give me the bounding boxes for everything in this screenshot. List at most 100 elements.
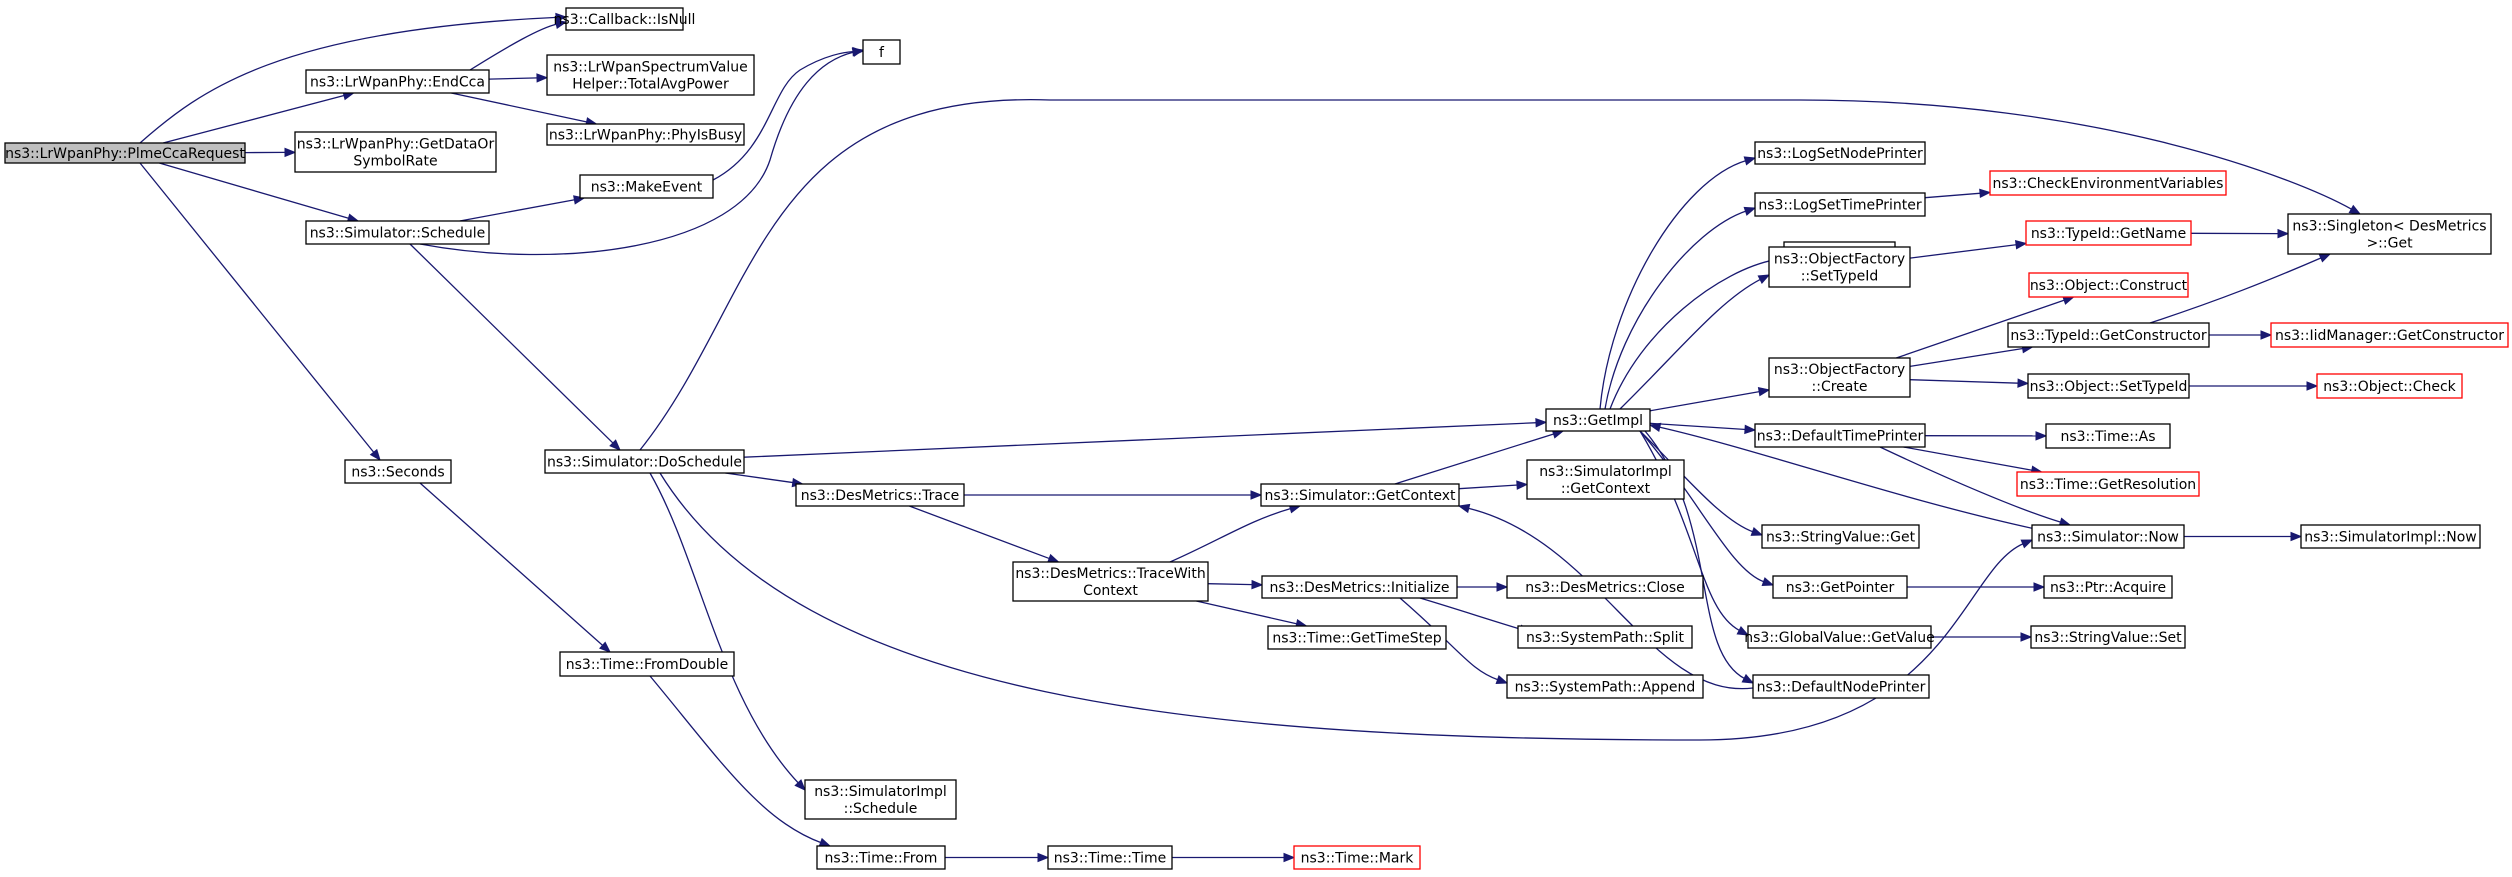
node-destrace[interactable]: ns3::DesMetrics::Trace <box>795 483 965 507</box>
node-plme[interactable]: ns3::LrWpanPhy::PlmeCcaRequest <box>4 142 246 164</box>
node-box <box>305 220 490 245</box>
node-label: ns3::GetImpl <box>1553 413 1643 429</box>
node-logtime[interactable]: ns3::LogSetTimePrinter <box>1754 192 1926 217</box>
node-getres[interactable]: ns3::Time::GetResolution <box>2016 471 2200 497</box>
edge-typeidgetctor-to-iidmgr <box>2209 330 2273 340</box>
node-label: ns3::CheckEnvironmentVariables <box>1993 176 2224 192</box>
node-label: ns3::StringValue::Set <box>2034 630 2182 646</box>
node-strvalget[interactable]: ns3::StringValue::Get <box>1761 524 1920 549</box>
node-desinit[interactable]: ns3::DesMetrics::Initialize <box>1261 575 1458 599</box>
edge-ofcreate-to-typeidgetctor <box>1909 343 2034 368</box>
node-label: ns3::StringValue::Get <box>1766 530 1916 546</box>
node-split[interactable]: ns3::SystemPath::Split <box>1517 625 1693 649</box>
node-label: ns3::LogSetTimePrinter <box>1758 198 1922 214</box>
edge-destrace-to-tracewith <box>909 505 1060 563</box>
edge-getimpl-to-lognode <box>1599 156 1757 410</box>
node-objsettype[interactable]: ns3::Object::SetTypeId <box>2027 373 2190 399</box>
node-label: ns3::LogSetNodePrinter <box>1757 146 1923 162</box>
node-objcheck[interactable]: ns3::Object::Check <box>2316 373 2463 399</box>
node-simnow[interactable]: ns3::Simulator::Now <box>2031 524 2185 549</box>
node-totalavg[interactable]: ns3::LrWpanSpectrumValueHelper::TotalAvg… <box>546 54 755 96</box>
node-box <box>344 459 452 484</box>
node-label: >::Get <box>2366 236 2413 252</box>
node-ofsettype[interactable]: ns3::ObjectFactory::SetTypeId <box>1768 246 1911 288</box>
node-label: ns3::DesMetrics::Trace <box>801 488 960 504</box>
node-getimpl[interactable]: ns3::GetImpl <box>1545 408 1651 432</box>
node-box <box>1047 845 1173 870</box>
node-seconds[interactable]: ns3::Seconds <box>344 459 452 484</box>
node-makeevent[interactable]: ns3::MakeEvent <box>579 174 714 199</box>
node-label: ns3::DefaultNodePrinter <box>1757 680 1926 696</box>
edge-objsettype-to-objcheck <box>2189 381 2319 391</box>
node-box <box>1772 575 1908 599</box>
edge-doschedule-to-getimpl <box>743 417 1548 458</box>
node-ofcreate[interactable]: ns3::ObjectFactory::Create <box>1768 357 1911 398</box>
node-getcontext[interactable]: ns3::Simulator::GetContext <box>1260 483 1460 507</box>
node-box <box>4 142 246 164</box>
node-box <box>1768 246 1911 288</box>
node-timeas[interactable]: ns3::Time::As <box>2045 423 2171 449</box>
node-box <box>2270 322 2509 348</box>
edge-timefrom-to-timetime <box>945 852 1050 863</box>
node-label: ns3::Object::Construct <box>2030 278 2188 294</box>
node-append[interactable]: ns3::SystemPath::Append <box>1506 674 1704 699</box>
node-iidmgr[interactable]: ns3::IidManager::GetConstructor <box>2270 322 2509 348</box>
node-label: ns3::Time::Time <box>1054 851 1166 867</box>
node-isnull[interactable]: ns3::Callback::IsNull <box>554 7 696 31</box>
node-simschedule[interactable]: ns3::Simulator::Schedule <box>305 220 490 245</box>
node-simimplgetctx[interactable]: ns3::SimulatorImpl::GetContext <box>1526 459 1685 500</box>
node-box <box>862 39 901 65</box>
node-box <box>2025 220 2192 246</box>
node-deftimeprinter[interactable]: ns3::DefaultTimePrinter <box>1754 423 1926 448</box>
node-gettimestep[interactable]: ns3::Time::GetTimeStep <box>1267 625 1447 650</box>
edge-getimpl-to-getpointer <box>1639 430 1775 587</box>
node-label: ::SetTypeId <box>1801 269 1879 285</box>
node-doschedule[interactable]: ns3::Simulator::DoSchedule <box>544 449 745 474</box>
node-getpointer[interactable]: ns3::GetPointer <box>1772 575 1908 599</box>
node-ptracquire[interactable]: ns3::Ptr::Acquire <box>2043 575 2173 599</box>
node-desclose[interactable]: ns3::DesMetrics::Close <box>1506 575 1704 599</box>
node-strvalset[interactable]: ns3::StringValue::Set <box>2030 625 2186 649</box>
node-label: ::Create <box>1812 379 1868 395</box>
node-timemark[interactable]: ns3::Time::Mark <box>1293 845 1421 870</box>
node-box <box>1293 845 1421 870</box>
edge-typeidgetname-to-singleton <box>2190 228 2290 239</box>
node-label: ns3::Seconds <box>351 465 444 481</box>
node-phyisbusy[interactable]: ns3::LrWpanPhy::PhyIsBusy <box>546 123 745 146</box>
node-label: f <box>879 45 885 61</box>
node-label: ns3::DesMetrics::TraceWith <box>1015 566 1205 582</box>
edge-getpointer-to-ptracquire <box>1907 582 2046 592</box>
node-objconstruct[interactable]: ns3::Object::Construct <box>2028 272 2189 298</box>
node-singleton[interactable]: ns3::Singleton< DesMetrics >::Get <box>2287 213 2492 255</box>
node-label: ns3::Time::FromDouble <box>566 657 729 673</box>
edge-desinit-to-append <box>1399 597 1509 684</box>
node-simimplnow[interactable]: ns3::SimulatorImpl::Now <box>2300 524 2481 549</box>
node-lognode[interactable]: ns3::LogSetNodePrinter <box>1754 141 1926 165</box>
edge-plme-to-isnull <box>139 12 568 144</box>
node-label: Context <box>1083 583 1138 599</box>
node-fromdouble[interactable]: ns3::Time::FromDouble <box>559 651 735 677</box>
node-typeidgetctor[interactable]: ns3::TypeId::GetConstructor <box>2007 322 2210 348</box>
node-endcca[interactable]: ns3::LrWpanPhy::EndCca <box>305 69 490 94</box>
node-box <box>2028 272 2189 298</box>
node-box <box>2007 322 2210 348</box>
edge-getimpl-to-strvalget <box>1639 430 1764 536</box>
edge-getimpl-to-ofcreate <box>1649 387 1771 412</box>
node-simimplsched[interactable]: ns3::SimulatorImpl::Schedule <box>804 779 957 820</box>
node-label: ns3::SystemPath::Append <box>1515 680 1696 696</box>
node-label: ns3::ObjectFactory <box>1774 362 1905 378</box>
node-timefrom[interactable]: ns3::Time::From <box>816 845 946 870</box>
node-label: ns3::SimulatorImpl::Now <box>2304 530 2477 546</box>
node-globalval[interactable]: ns3::GlobalValue::GetValue <box>1744 625 1935 649</box>
node-label: ns3::TypeId::GetConstructor <box>2010 328 2206 344</box>
node-typeidgetname[interactable]: ns3::TypeId::GetName <box>2025 220 2192 246</box>
node-checkenv[interactable]: ns3::CheckEnvironmentVariables <box>1989 170 2227 196</box>
node-timetime[interactable]: ns3::Time::Time <box>1047 845 1173 870</box>
node-label: ::GetContext <box>1561 481 1651 497</box>
edge-getimpl-to-peekimpl <box>1609 255 1786 410</box>
node-f[interactable]: f <box>862 39 901 65</box>
node-defnodeprinter[interactable]: ns3::DefaultNodePrinter <box>1752 674 1930 699</box>
edge-ofcreate-to-objsettype <box>1909 378 2030 388</box>
